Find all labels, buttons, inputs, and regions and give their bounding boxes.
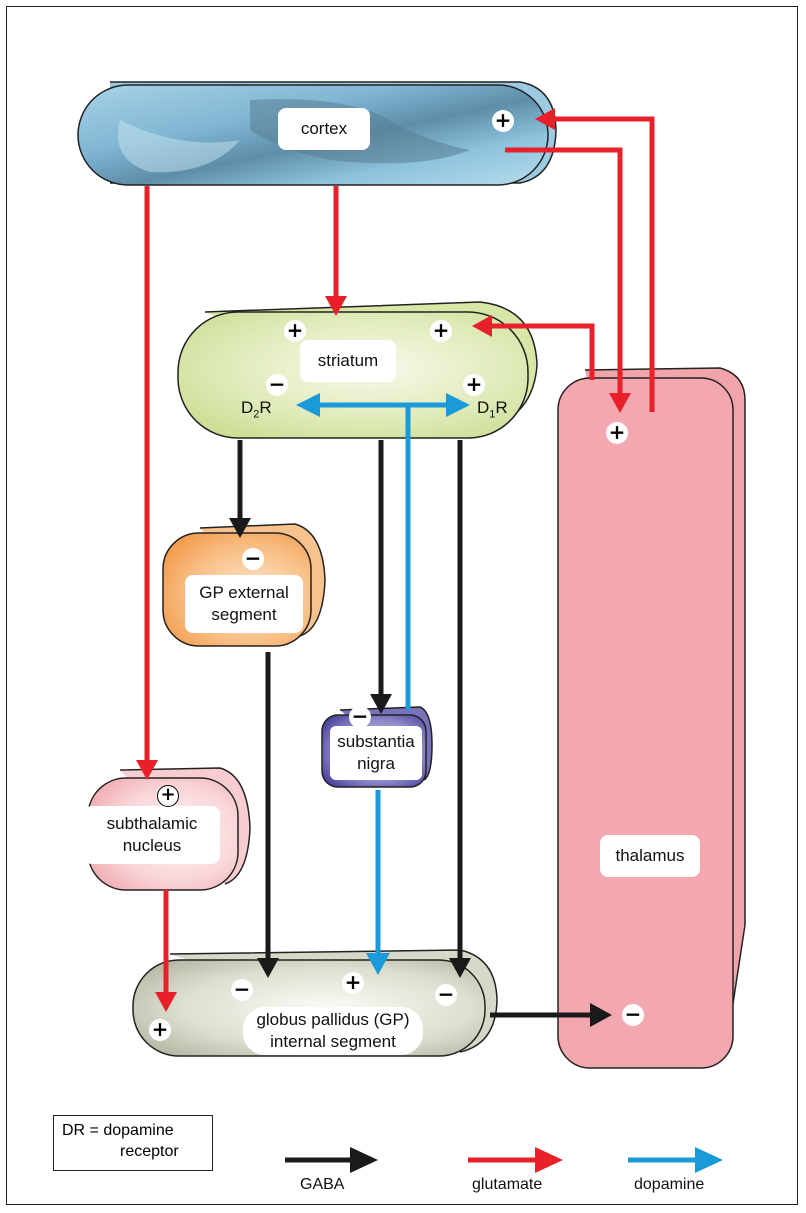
cortex-plus-sign: + — [492, 110, 514, 132]
legend-glutamate-label: glutamate — [472, 1176, 543, 1193]
thalamus-minus-sign: − — [622, 1004, 644, 1026]
striatum-plus-sign-left: + — [284, 320, 306, 342]
arrow-thalamus-to-cortex — [535, 108, 655, 412]
gp-external-line1: GP external — [199, 583, 289, 602]
arrow-dopamine-sn-to-striatum — [296, 393, 470, 710]
legend-dopamine-arrow — [628, 1147, 723, 1173]
d2-minus-sign: − — [266, 374, 288, 396]
abbreviation-line2: receptor — [120, 1143, 179, 1160]
figure-frame — [6, 6, 798, 1205]
gp-external-label: GP external segment — [185, 575, 303, 633]
arrow-gaba-gp-external-to-gp-internal — [257, 652, 279, 978]
gp-internal-minus-sign-left: − — [231, 979, 253, 1001]
thalamus-shape — [557, 367, 746, 1069]
legend-gaba-label: GABA — [300, 1176, 345, 1193]
arrow-dopamine-sn-to-gp-internal — [366, 790, 390, 975]
legend-gaba-arrow — [285, 1147, 378, 1173]
substantia-line2: nigra — [357, 754, 395, 773]
substantia-line1: substantia — [337, 732, 415, 751]
thalamus-plus-sign: + — [606, 422, 628, 444]
arrow-thalamus-to-striatum — [472, 315, 595, 380]
cortex-label: cortex — [278, 108, 370, 150]
arrow-cortex-to-subthalamic — [136, 186, 158, 780]
gp-external-minus-sign: − — [242, 548, 264, 570]
arrow-cortex-to-thalamus — [505, 147, 631, 413]
legend-glutamate-arrow — [468, 1147, 563, 1173]
substantia-nigra-label: substantia nigra — [330, 726, 422, 780]
subthalamic-line1: subthalamic — [106, 814, 198, 833]
subthalamic-line2: nucleus — [122, 836, 182, 855]
subthalamic-label: subthalamic nucleus — [84, 806, 220, 864]
d2-receptor-label: D2R — [241, 398, 272, 421]
arrow-gaba-gp-internal-to-thalamus — [490, 1003, 612, 1027]
striatum-label: striatum — [300, 340, 396, 382]
abbreviation-line1: DR = dopamine — [62, 1122, 174, 1139]
gp-internal-minus-sign-right: − — [435, 984, 457, 1006]
substantia-minus-sign: − — [349, 706, 371, 728]
d1-receptor-label: D1R — [477, 398, 508, 421]
gp-internal-plus-sign-center: + — [342, 972, 364, 994]
arrow-gaba-striatum-to-sn — [370, 440, 392, 714]
gp-internal-line2: internal segment — [270, 1032, 396, 1051]
d1-plus-sign: + — [463, 374, 485, 396]
abbreviation-legend: DR = dopamine receptor — [53, 1115, 213, 1171]
arrow-gaba-striatum-to-gp-external — [229, 440, 251, 538]
subthalamic-plus-sign: + — [157, 785, 179, 807]
legend-dopamine-label: dopamine — [634, 1176, 705, 1193]
gp-internal-label: globus pallidus (GP) internal segment — [243, 1007, 423, 1055]
arrow-cortex-to-striatum — [325, 186, 347, 316]
arrow-subthalamic-to-gp-internal — [155, 890, 177, 1012]
thalamus-label: thalamus — [600, 835, 700, 877]
arrow-gaba-striatum-to-gp-internal — [449, 440, 471, 978]
gp-external-line2: segment — [211, 605, 277, 624]
gp-internal-plus-sign-left-edge: + — [149, 1019, 171, 1041]
gp-internal-line1: globus pallidus (GP) — [256, 1010, 410, 1029]
striatum-plus-sign-right: + — [430, 320, 452, 342]
